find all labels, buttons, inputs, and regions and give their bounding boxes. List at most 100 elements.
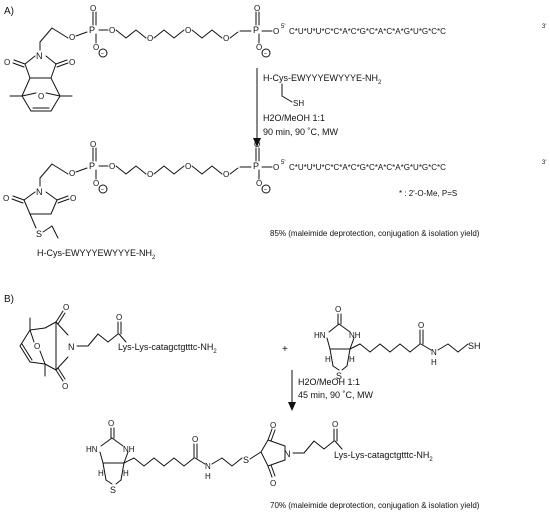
oligo-sequence-product: 5' C*U*U*U*C*C*A*C*G*C*A*C*A*G*U*G*C*C 3… — [281, 160, 546, 172]
svg-text:P: P — [253, 161, 259, 171]
svg-text:N: N — [284, 449, 291, 459]
cys-peptide-reagent: H-Cys-EWYYYEWYYYE-NH2 SH — [263, 73, 382, 108]
biotin-thiol: O HN NH H H S O N H SH — [314, 305, 481, 381]
svg-text:H: H — [431, 358, 437, 367]
svg-text:O: O — [335, 305, 341, 314]
svg-text:O: O — [93, 179, 99, 188]
svg-text:O: O — [147, 34, 153, 43]
svg-text:−: − — [101, 52, 105, 58]
svg-text:SH: SH — [468, 341, 481, 351]
svg-text:O: O — [223, 34, 229, 43]
panel-b-label: B) — [4, 294, 14, 305]
svg-text:5': 5' — [281, 160, 285, 166]
protected-maleimide: N O O O — [4, 27, 75, 112]
svg-text:O: O — [34, 342, 40, 351]
protected-maleimide-b: O N O O O Lys-Lys-catagctgtttc-NH2 — [19, 303, 217, 391]
svg-text:H2O/MeOH 1:1: H2O/MeOH 1:1 — [298, 377, 360, 387]
svg-text:O: O — [69, 33, 75, 42]
oligo-sequence-start: 5' C*U*U*U*C*C*A*C*G*C*A*C*A*G*U*G*C*C 3… — [281, 24, 546, 36]
svg-text:O: O — [418, 321, 424, 330]
svg-text:O: O — [3, 194, 9, 203]
starting-linker-chain: O P O O − O O O O O P O − O — [69, 4, 279, 58]
svg-text:HN: HN — [314, 331, 326, 340]
svg-text:H-Cys-EWYYYEWYYYE-NH2: H-Cys-EWYYYEWYYYE-NH2 — [37, 248, 156, 261]
svg-text:O: O — [108, 419, 114, 428]
svg-text:3': 3' — [542, 160, 546, 166]
svg-text:Lys-Lys-catagctgtttc-NH2: Lys-Lys-catagctgtttc-NH2 — [118, 342, 217, 355]
svg-text:O: O — [185, 26, 191, 35]
svg-text:NH: NH — [123, 445, 135, 454]
svg-text:S: S — [110, 485, 116, 495]
svg-text:N: N — [205, 462, 211, 471]
svg-text:90 min, 90 ˚C, MW: 90 min, 90 ˚C, MW — [263, 127, 339, 137]
svg-text:O: O — [332, 420, 338, 429]
plus-sign: + — [282, 344, 288, 355]
reaction-arrow-a — [253, 68, 261, 147]
svg-text:N: N — [36, 51, 43, 61]
svg-text:SH: SH — [293, 99, 304, 108]
svg-text:N: N — [431, 348, 437, 357]
svg-text:O: O — [185, 162, 191, 171]
conditions-b: H2O/MeOH 1:1 45 min, 90 ˚C, MW — [298, 377, 374, 400]
svg-text:Lys-Lys-catagctgtttc-NH2: Lys-Lys-catagctgtttc-NH2 — [334, 450, 433, 463]
svg-text:O: O — [273, 163, 279, 172]
svg-text:O: O — [192, 435, 198, 444]
svg-text:O: O — [270, 479, 276, 488]
svg-text:H: H — [205, 472, 211, 481]
svg-text:45 min, 90 ˚C, MW: 45 min, 90 ˚C, MW — [298, 390, 374, 400]
svg-text:O: O — [273, 27, 279, 36]
yield-a: 85% (maleimide deprotection, conjugation… — [270, 229, 480, 238]
svg-text:C*U*U*U*C*C*A*C*G*C*A*C*A*G*U*: C*U*U*U*C*C*A*C*G*C*A*C*A*G*U*G*C*C — [289, 27, 446, 36]
svg-text:S: S — [36, 229, 42, 239]
footnote-modification: * : 2'-O-Me, P=S — [399, 189, 457, 198]
svg-text:N: N — [36, 187, 43, 197]
svg-text:O: O — [147, 170, 153, 179]
product-linker-chain: O P O O − O O O O O P O − O — [69, 140, 279, 194]
svg-text:P: P — [89, 161, 95, 171]
svg-text:H: H — [349, 355, 355, 364]
svg-text:O: O — [256, 43, 262, 52]
svg-text:H-Cys-EWYYYEWYYYE-NH2: H-Cys-EWYYYEWYYYE-NH2 — [263, 73, 382, 86]
svg-text:5': 5' — [281, 24, 285, 30]
svg-text:H2O/MeOH 1:1: H2O/MeOH 1:1 — [263, 113, 325, 123]
svg-text:O: O — [90, 4, 96, 13]
svg-text:P: P — [89, 25, 95, 35]
svg-text:O: O — [90, 140, 96, 149]
svg-text:O: O — [62, 382, 68, 391]
yield-b: 70% (maleimide deprotection, conjugation… — [270, 501, 480, 510]
svg-text:O: O — [254, 4, 260, 13]
svg-text:H: H — [123, 469, 129, 478]
svg-text:O: O — [93, 43, 99, 52]
reaction-arrow-b — [288, 370, 296, 411]
svg-text:O: O — [63, 303, 69, 312]
svg-text:P: P — [253, 25, 259, 35]
svg-text:S: S — [243, 455, 249, 465]
svg-text:N: N — [68, 342, 75, 352]
svg-text:H: H — [325, 355, 331, 364]
svg-text:H: H — [98, 469, 104, 478]
svg-text:O: O — [223, 170, 229, 179]
svg-text:S: S — [336, 371, 342, 381]
svg-text:O: O — [69, 58, 75, 67]
svg-text:O: O — [116, 313, 122, 322]
svg-text:O: O — [70, 194, 76, 203]
succinimide-thioether-a: N O O S H-Cys-EWYYYEWYYYE-NH2 — [3, 163, 156, 261]
svg-text:−: − — [264, 52, 268, 58]
svg-text:−: − — [264, 188, 268, 194]
svg-text:O: O — [270, 421, 276, 430]
biotin-conjugate-product: O HN NH H H S O N H S N O — [86, 419, 433, 495]
svg-text:O: O — [38, 92, 44, 101]
svg-text:O: O — [256, 179, 262, 188]
panel-a-label: A) — [4, 6, 14, 17]
svg-text:O: O — [4, 58, 10, 67]
conditions-a: H2O/MeOH 1:1 90 min, 90 ˚C, MW — [263, 113, 339, 137]
svg-text:O: O — [109, 162, 115, 171]
svg-text:O: O — [109, 26, 115, 35]
svg-text:3': 3' — [542, 24, 546, 30]
svg-text:NH: NH — [349, 331, 361, 340]
svg-text:O: O — [69, 169, 75, 178]
svg-text:O: O — [254, 140, 260, 149]
svg-text:−: − — [101, 188, 105, 194]
svg-text:HN: HN — [86, 445, 98, 454]
